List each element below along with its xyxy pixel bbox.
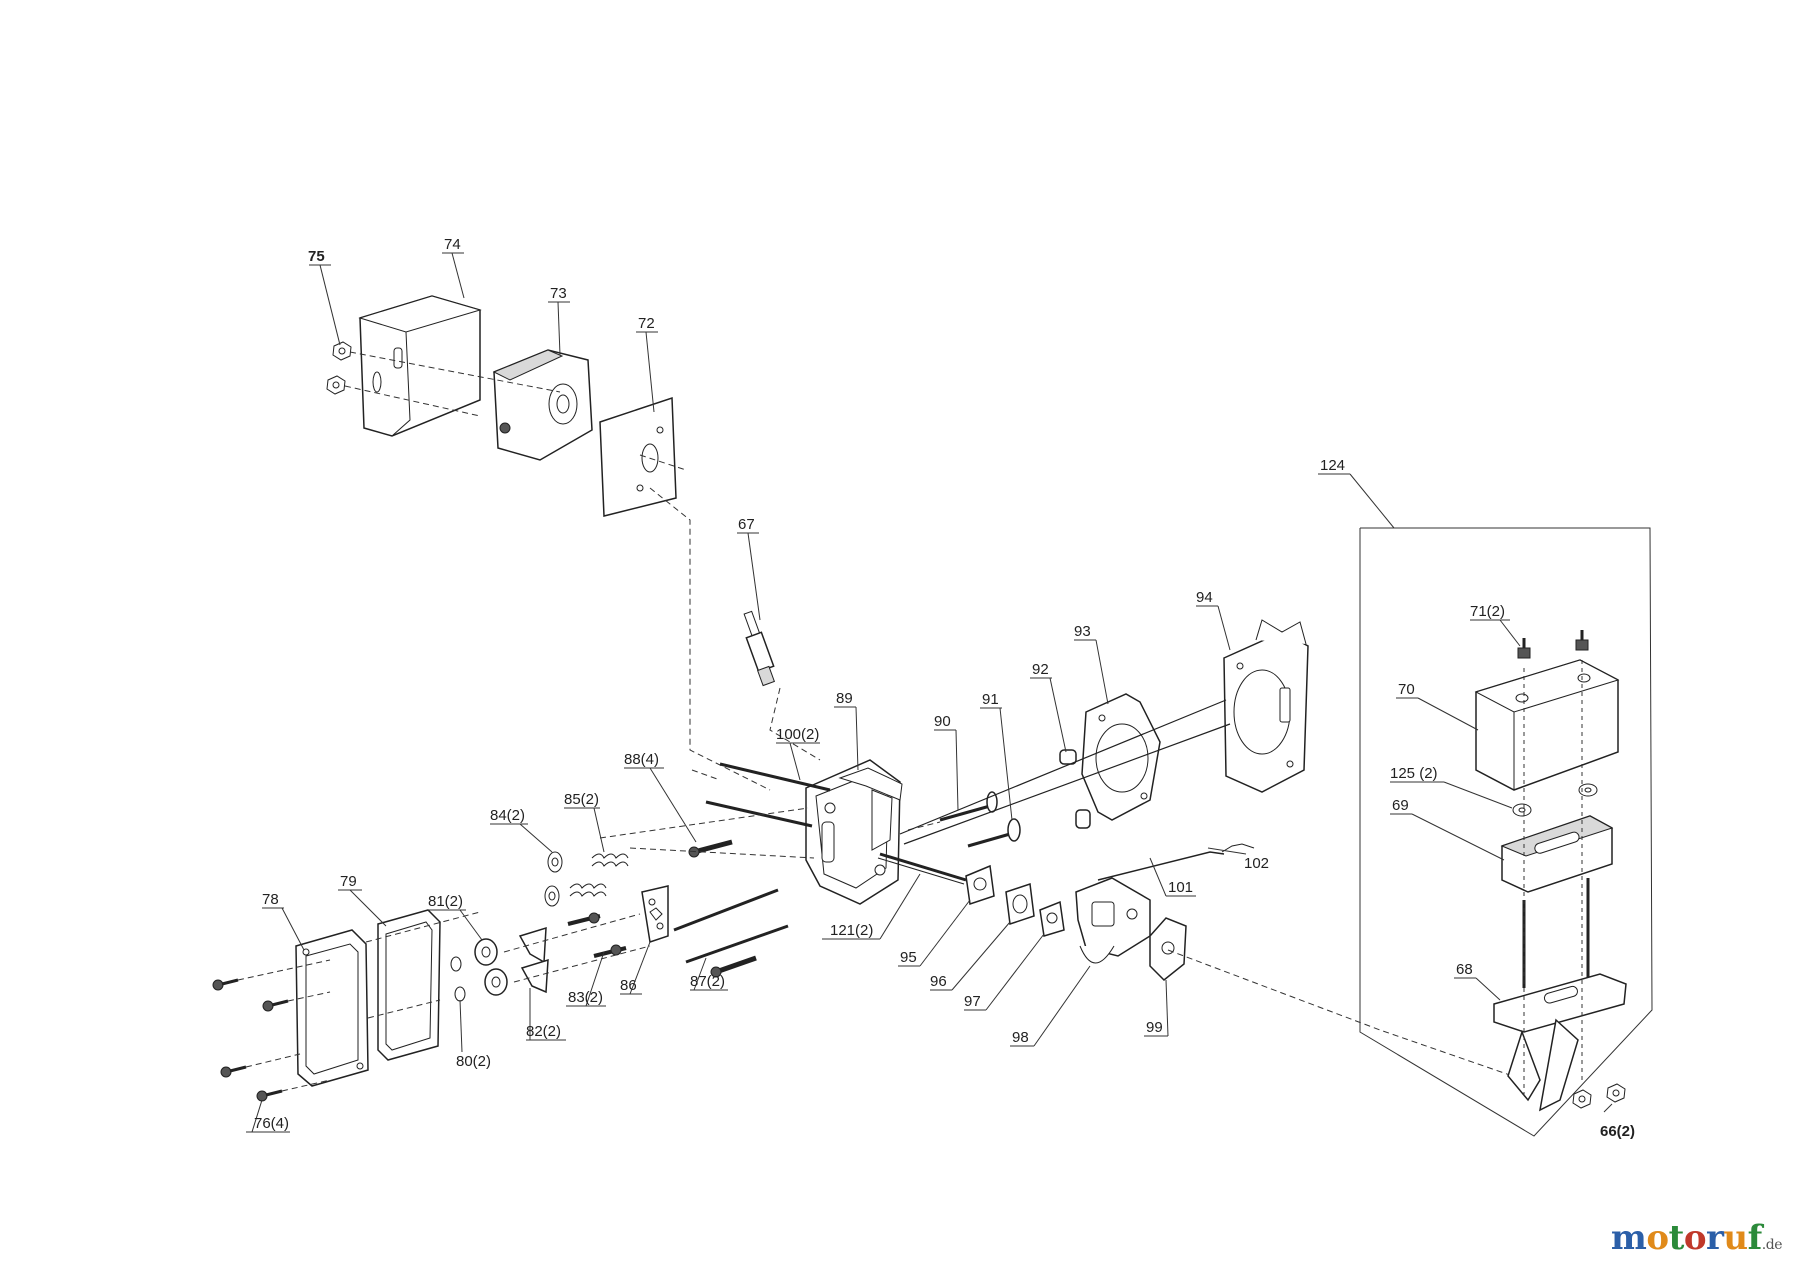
label-121: 121(2) <box>830 922 873 939</box>
label-70: 70 <box>1398 681 1415 698</box>
cylinder-94-icon <box>1223 619 1309 793</box>
label-91: 91 <box>982 691 999 708</box>
label-71: 71(2) <box>1470 603 1505 620</box>
rocker-gasket-79-icon <box>377 909 441 1061</box>
label-90: 90 <box>934 713 951 730</box>
label-92: 92 <box>1032 661 1049 678</box>
label-67: 67 <box>738 516 755 533</box>
throttle-linkage-101-icon <box>1097 843 1255 881</box>
muffler-gasket-72-icon <box>599 396 677 517</box>
gasket-97-icon <box>1039 900 1065 937</box>
push-rod-guide-86-icon <box>641 885 669 943</box>
nut-66-icon <box>1572 1083 1626 1109</box>
brand-letter: o <box>1683 1218 1707 1258</box>
washer-125-icon <box>1512 783 1598 817</box>
label-74: 74 <box>444 236 461 253</box>
washer-84-icon <box>544 851 563 907</box>
carburetor-98-icon <box>1075 877 1151 964</box>
dowel-92-icon <box>1059 749 1091 829</box>
gasket-95-icon <box>965 864 995 905</box>
brand-letter: m <box>1610 1218 1647 1258</box>
label-100: 100(2) <box>776 726 819 743</box>
bolt-83-icon <box>567 912 627 958</box>
brand-suffix: .de <box>1761 1237 1783 1253</box>
head-bolt-88-icon <box>688 839 733 858</box>
label-82: 82(2) <box>526 1023 561 1040</box>
nut-75-icon <box>326 341 352 395</box>
insulator-96-icon <box>1005 882 1035 926</box>
muffler-body-73-icon <box>492 349 593 461</box>
bolt-76-icon <box>212 978 289 1102</box>
label-80: 80(2) <box>456 1053 491 1070</box>
label-78: 78 <box>262 891 279 908</box>
label-81: 81(2) <box>428 893 463 910</box>
studs-air-cleaner-icon <box>1522 878 1590 988</box>
label-72: 72 <box>638 315 655 332</box>
valve-91-icon <box>967 818 1021 848</box>
label-98: 98 <box>1012 1029 1029 1046</box>
label-73: 73 <box>550 285 567 302</box>
rocker-arm-82-icon <box>518 926 549 994</box>
filter-element-69-icon <box>1500 815 1614 893</box>
label-66: 66(2) <box>1600 1123 1635 1140</box>
label-99: 99 <box>1146 1019 1163 1036</box>
label-83: 83(2) <box>568 989 603 1006</box>
label-79: 79 <box>340 873 357 890</box>
label-94: 94 <box>1196 589 1213 606</box>
spark-plug-67-icon <box>743 610 776 687</box>
brand-letter: r <box>1706 1218 1724 1258</box>
nut-81-icon <box>474 938 508 996</box>
muffler-group <box>326 295 771 791</box>
label-69: 69 <box>1392 797 1409 814</box>
muffler-shield-74-icon <box>358 295 482 437</box>
label-86: 86 <box>620 977 637 994</box>
label-96: 96 <box>930 973 947 990</box>
cylinder-head-89-icon <box>805 759 903 905</box>
air-cleaner-kit-124-outline <box>1359 527 1653 1137</box>
air-cleaner-base-68-icon <box>1493 973 1627 1112</box>
label-95: 95 <box>900 949 917 966</box>
air-cleaner-cover-70-icon <box>1474 659 1620 791</box>
brand-letter: u <box>1723 1218 1748 1258</box>
brand-letter: f <box>1747 1218 1763 1258</box>
label-88: 88(4) <box>624 751 659 768</box>
label-89: 89 <box>836 690 853 707</box>
air-filter-gasket-99-icon <box>1149 917 1187 982</box>
label-87: 87(2) <box>690 973 725 990</box>
label-68: 68 <box>1456 961 1473 978</box>
brand-logo: motoruf.de <box>1610 1218 1783 1258</box>
label-84: 84(2) <box>490 807 525 824</box>
label-124: 124 <box>1320 457 1345 474</box>
washer-80-icon <box>450 956 466 1002</box>
label-101: 101 <box>1168 879 1193 896</box>
label-102: 102 <box>1244 855 1269 872</box>
push-rods-87-icon <box>673 888 789 978</box>
rocker-cover-78-icon <box>295 929 369 1087</box>
brand-letter: t <box>1668 1218 1685 1258</box>
label-97: 97 <box>964 993 981 1010</box>
label-76: 76(4) <box>254 1115 289 1132</box>
label-125: 125 (2) <box>1390 765 1438 782</box>
brand-letter: o <box>1646 1218 1669 1258</box>
label-75: 75 <box>308 248 325 265</box>
spring-85-icon <box>569 853 629 897</box>
label-93: 93 <box>1074 623 1091 640</box>
head-gasket-93-icon <box>1081 693 1161 821</box>
wing-nut-71-icon <box>1517 630 1589 659</box>
label-85: 85(2) <box>564 791 599 808</box>
